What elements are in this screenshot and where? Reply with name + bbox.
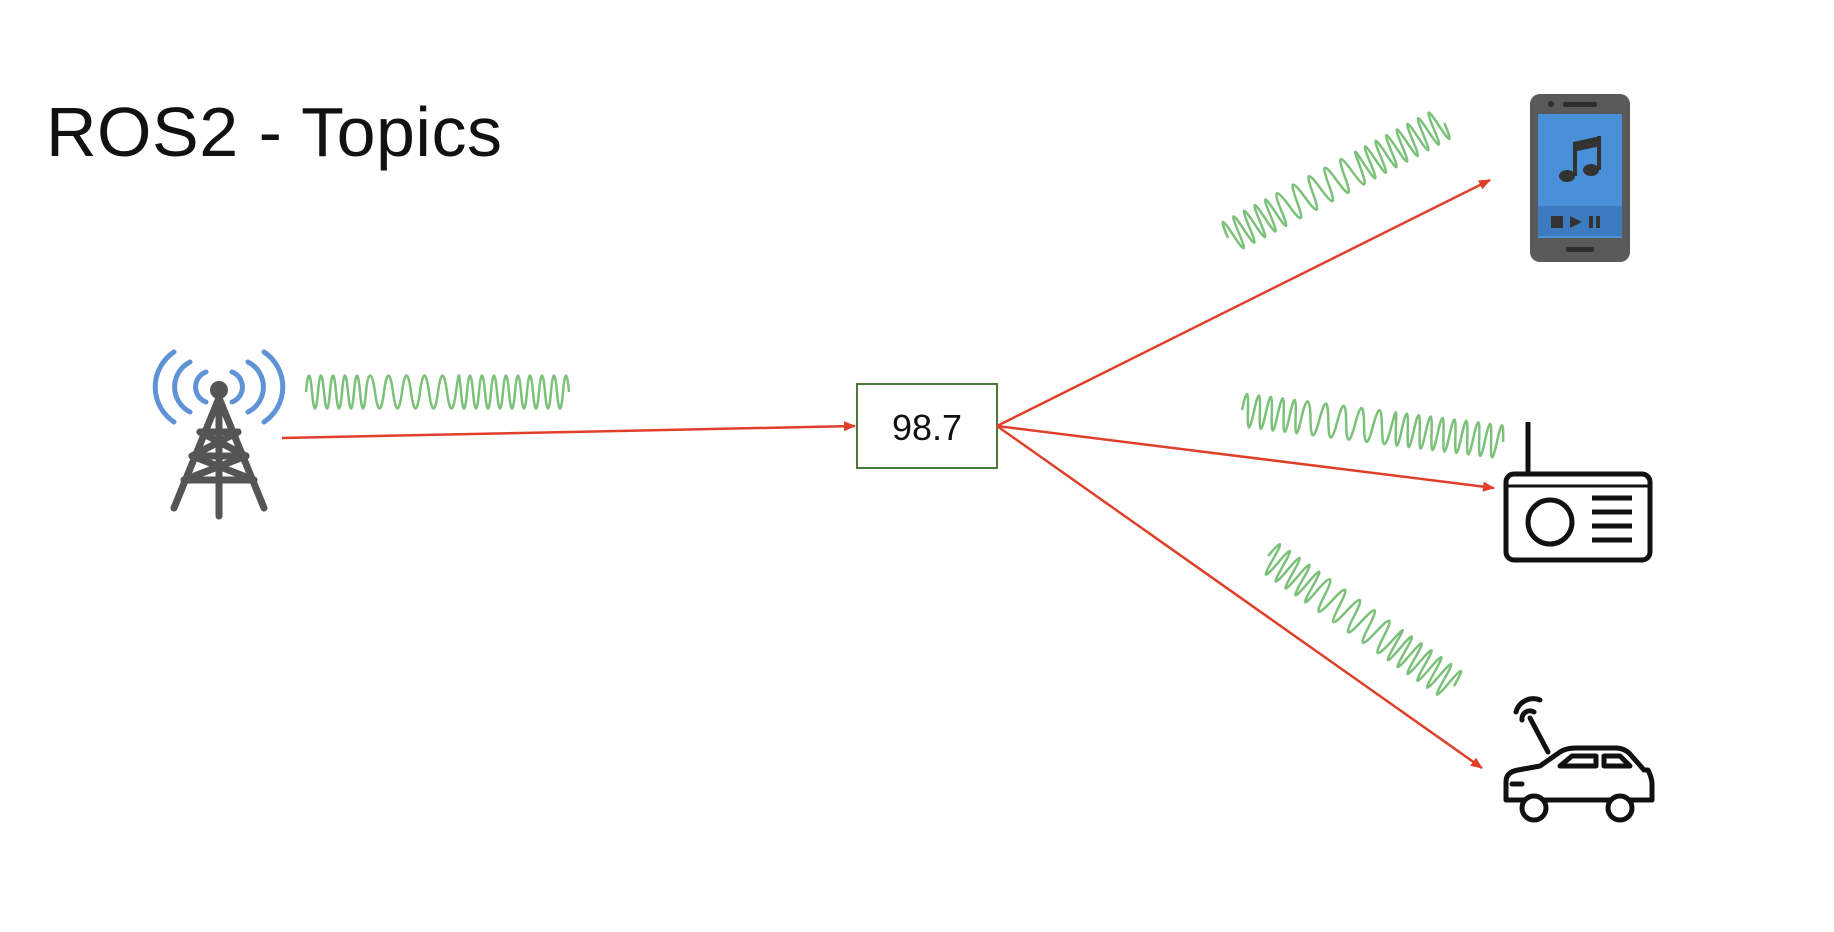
- topic-box: 98.7: [856, 383, 998, 469]
- subscribe-arrow-radio: [996, 424, 1495, 492]
- publish-arrow: [281, 421, 856, 440]
- radio-receiver-icon: [1503, 422, 1653, 563]
- topic-label: 98.7: [892, 407, 962, 448]
- signal-wave: [1240, 392, 1505, 459]
- signal-wave: [1221, 111, 1451, 250]
- subscribe-arrow-car: [996, 424, 1483, 770]
- smartphone-music-icon: [1530, 94, 1630, 262]
- subscribe-arrow-phone: [996, 178, 1491, 428]
- signal-wave: [1264, 542, 1463, 696]
- car-antenna-icon: [1503, 696, 1655, 823]
- page-title: ROS2 - Topics: [46, 93, 503, 171]
- radio-tower-icon: [152, 349, 286, 520]
- signal-wave: [304, 374, 571, 410]
